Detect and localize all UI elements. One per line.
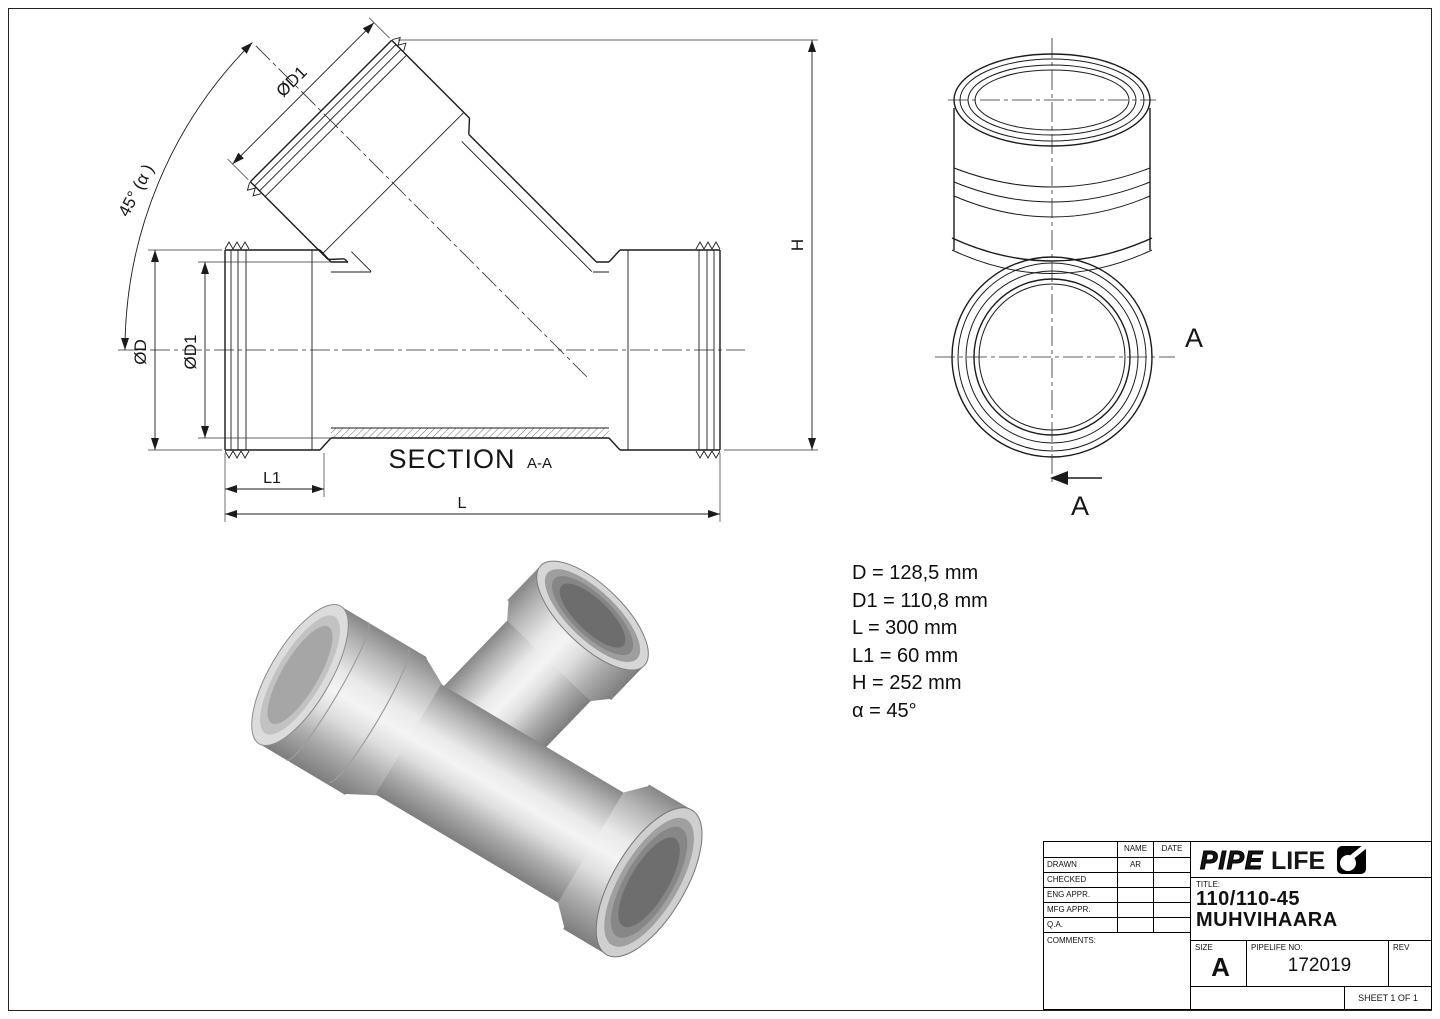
approval-header-date: DATE (1161, 844, 1183, 853)
pipelife-no-label: PIPELIFE NO: (1251, 943, 1303, 952)
row-date (1154, 918, 1190, 932)
approval-header-name: NAME (1118, 842, 1154, 857)
row-date (1154, 903, 1190, 917)
row-label: DRAWN (1044, 858, 1118, 872)
approval-table: NAME DATE DRAWN AR CHECKED ENG APPR. MFG… (1044, 842, 1191, 1009)
row-label: Q.A. (1044, 918, 1118, 932)
drawing-title-line2: MUHVIHAARA (1196, 909, 1338, 931)
dimension-line: α = 45° (852, 699, 917, 722)
end-view: A A (935, 38, 1203, 521)
dimension-line: H = 252 mm (852, 672, 962, 694)
pipelife-no-value: 172019 (1287, 955, 1352, 976)
dim-label-angle: 45° (α ) (115, 161, 158, 220)
main-pipe-3d (251, 604, 703, 958)
dimension-list: D = 128,5 mm D1 = 110,8 mm L = 300 mm L1… (852, 560, 988, 725)
dimension-line: D = 128,5 mm (852, 562, 979, 584)
table-row: CHECKED (1044, 873, 1190, 888)
pipelife-logo-graphic: PIPE LIFE (1199, 845, 1366, 875)
row-name (1118, 918, 1154, 932)
table-row: DRAWN AR (1044, 858, 1190, 873)
row-name (1118, 888, 1154, 902)
logo-text-pipe: PIPE (1200, 845, 1263, 875)
comments-label: COMMENTS: (1047, 936, 1096, 945)
table-row: ENG APPR. (1044, 888, 1190, 903)
row-label: MFG APPR. (1044, 903, 1118, 917)
section-caption: SECTION (388, 444, 515, 474)
approval-header-empty (1044, 842, 1118, 857)
row-name (1118, 903, 1154, 917)
row-label: ENG APPR. (1044, 888, 1118, 902)
branch-outline: ØD1 (227, 17, 597, 379)
sheet-number: SHEET 1 OF 1 (1344, 987, 1431, 1009)
rev-label: REV (1393, 943, 1410, 952)
section-view: ØD1 ØD ØD1 L1 L H (115, 17, 818, 522)
title-block: NAME DATE DRAWN AR CHECKED ENG APPR. MFG… (1043, 841, 1432, 1010)
size-label: SIZE (1195, 943, 1213, 952)
dim-label-d: ØD (131, 339, 150, 365)
size-value: A (1211, 952, 1230, 982)
table-row: Q.A. (1044, 918, 1190, 933)
dim-label-h: H (788, 239, 807, 251)
section-mark-a-side: A (1185, 323, 1203, 353)
branch-centerline (255, 45, 589, 379)
row-date (1154, 873, 1190, 887)
dim-label-l: L (458, 495, 467, 512)
row-name (1118, 873, 1154, 887)
dimension-line: D1 = 110,8 mm (852, 589, 988, 612)
row-label: CHECKED (1044, 873, 1118, 887)
sheet-border-frame (8, 8, 1432, 1011)
dimension-line: L1 = 60 mm (852, 644, 959, 667)
row-date (1154, 858, 1190, 872)
section-caption-ref: A-A (527, 455, 552, 472)
dim-label-l1: L1 (263, 470, 281, 487)
row-date (1154, 888, 1190, 902)
end-view-centerlines (935, 38, 1175, 482)
logo-text-life: LIFE (1271, 847, 1325, 875)
section-arrow (1050, 471, 1068, 485)
table-row: MFG APPR. (1044, 903, 1190, 918)
row-name: AR (1118, 858, 1154, 872)
dim-label-d1: ØD1 (181, 335, 200, 370)
drawing-title-line1: 110/110-45 (1196, 888, 1300, 910)
section-hatch (331, 428, 609, 438)
pipelife-logo: PIPE LIFE (1191, 842, 1431, 878)
title-label: TITLE: (1196, 880, 1221, 889)
section-mark-a-arrow: A (1071, 491, 1089, 521)
dimension-line: L = 300 mm (852, 617, 958, 639)
